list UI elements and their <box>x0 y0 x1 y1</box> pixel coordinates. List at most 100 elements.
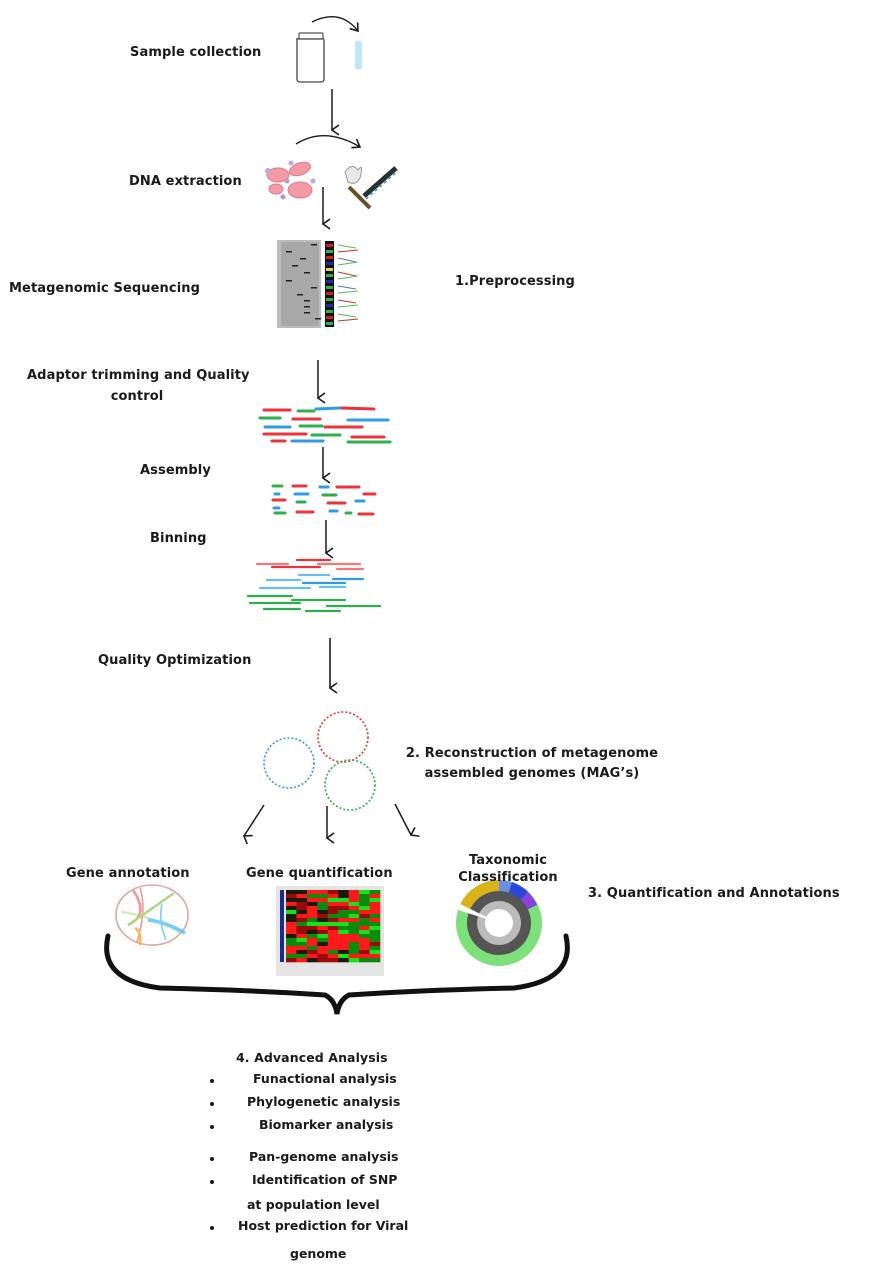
branch-taxonomic-classification: Taxonomic Classification <box>438 852 578 886</box>
heatmap-cell <box>369 906 381 911</box>
heatmap-cell <box>296 926 308 931</box>
heatmap-cell <box>306 958 318 963</box>
heatmap-cell <box>317 918 329 923</box>
arrow-to-taxonomic-classification <box>394 803 420 838</box>
list-item: Funactional analysis <box>253 1071 397 1086</box>
heatmap-cell <box>306 906 318 911</box>
heatmap-cell <box>327 930 339 935</box>
heatmap-cell <box>359 918 370 923</box>
heatmap-cell <box>317 934 329 939</box>
heatmap-cell <box>369 902 381 907</box>
heatmap-cell <box>338 902 349 907</box>
heatmap-cell <box>327 922 339 927</box>
heatmap-cell <box>317 926 329 931</box>
heatmap-cell <box>317 902 329 907</box>
qc-reads-icon <box>258 406 392 444</box>
heatmap-cell <box>286 938 297 943</box>
heatmap-cell <box>369 914 381 919</box>
heatmap-cell <box>286 954 297 959</box>
list-item: Biomarker analysis <box>259 1117 394 1132</box>
heatmap-cell <box>286 898 297 903</box>
heatmap-cell <box>348 926 360 931</box>
heatmap-cell <box>359 938 370 943</box>
heatmap-cell <box>338 922 349 927</box>
heatmap-cell <box>348 950 360 955</box>
heatmap-cell <box>286 918 297 923</box>
mag-circle-green <box>324 759 376 811</box>
heatmap-cell <box>359 910 370 915</box>
heatmap-cell <box>327 902 339 907</box>
heatmap-cell <box>338 934 349 939</box>
stage-reconstruction: 2. Reconstruction of metagenome assemble… <box>396 744 668 784</box>
heatmap-cell <box>348 954 360 959</box>
heatmap-cell <box>369 938 381 943</box>
heatmap-cell <box>359 894 370 899</box>
heatmap-cell <box>359 946 370 951</box>
heatmap-cell <box>359 930 370 935</box>
heatmap-cell <box>306 922 318 927</box>
step-dna-extraction: DNA extraction <box>129 174 242 189</box>
heatmap-cell <box>359 902 370 907</box>
heatmap-cell <box>338 906 349 911</box>
branch-taxonomic-line2: Classification <box>458 870 558 885</box>
phylogenetic-tree-icon <box>452 879 542 966</box>
heatmap-cell <box>348 942 360 947</box>
heatmap-cell <box>338 914 349 919</box>
heatmap-cell <box>296 910 308 915</box>
heatmap-cell <box>286 922 297 927</box>
heatmap-cell <box>317 938 329 943</box>
heatmap-cell <box>286 942 297 947</box>
heatmap-cell <box>286 906 297 911</box>
heatmap-cell <box>306 946 318 951</box>
heatmap-cell <box>327 926 339 931</box>
heatmap-cell <box>317 898 329 903</box>
bullet-dot <box>210 1125 214 1129</box>
heatmap-cell <box>317 922 329 927</box>
heatmap-cell <box>317 946 329 951</box>
heatmap-cell <box>348 946 360 951</box>
heatmap-cell <box>286 890 297 895</box>
heatmap-cell <box>327 914 339 919</box>
heatmap-cell <box>369 898 381 903</box>
heatmap-cell <box>369 958 381 963</box>
heatmap-cell <box>317 906 329 911</box>
heatmap-cell <box>306 910 318 915</box>
heatmap-cell <box>369 942 381 947</box>
heatmap-cell <box>317 954 329 959</box>
heatmap-cell <box>369 910 381 915</box>
heatmap-cell <box>286 926 297 931</box>
heatmap-cell <box>296 938 308 943</box>
stage-quantification: 3. Quantification and Annotations <box>588 886 840 901</box>
heatmap-cell <box>348 898 360 903</box>
heatmap-cell <box>348 938 360 943</box>
heatmap-cell <box>348 958 360 963</box>
heatmap-cell <box>359 906 370 911</box>
heatmap-cell <box>369 922 381 927</box>
test-tube-icon <box>354 40 363 70</box>
list-item-continuation: at population level <box>247 1197 380 1212</box>
heatmap-cell <box>327 950 339 955</box>
step-adaptor-trimming-line1: Adaptor trimming and Quality <box>27 368 250 383</box>
list-item: Host prediction for Viral <box>238 1218 409 1233</box>
heatmap-cell <box>338 890 349 895</box>
step-adaptor-trimming: Adaptor trimming and Quality control <box>27 365 250 407</box>
heatmap-cell <box>338 950 349 955</box>
heatmap-cell <box>338 898 349 903</box>
heatmap-cell <box>348 890 360 895</box>
step-sample-collection: Sample collection <box>130 45 262 60</box>
heatmap-cell <box>286 958 297 963</box>
heatmap-cell <box>359 922 370 927</box>
heatmap-cell <box>317 894 329 899</box>
heatmap-cell <box>306 914 318 919</box>
heatmap-cell <box>348 922 360 927</box>
heatmap-cell <box>338 910 349 915</box>
heatmap-cell <box>327 898 339 903</box>
heatmap-cell <box>296 898 308 903</box>
heatmap-cell <box>286 950 297 955</box>
heatmap-cell <box>317 910 329 915</box>
arrow-to-gene-annotation <box>242 804 265 845</box>
heatmap-cell <box>348 930 360 935</box>
heatmap-cell <box>296 958 308 963</box>
heatmap-cell <box>338 930 349 935</box>
heatmap-cell <box>306 942 318 947</box>
